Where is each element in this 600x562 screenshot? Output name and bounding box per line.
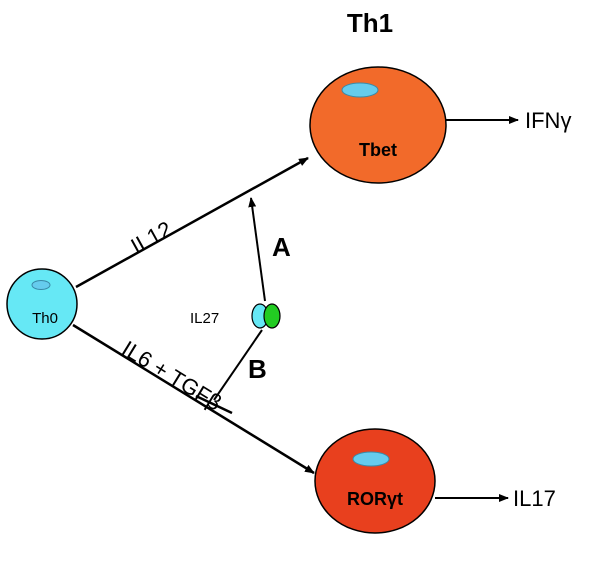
th17-cell-body: [314, 428, 436, 534]
th1-title: Th1: [347, 8, 393, 38]
th0-nucleus: [31, 280, 51, 290]
th17-cell: RORγt: [314, 428, 436, 534]
il27-label: IL27: [190, 310, 219, 327]
th0-label: Th0: [32, 310, 58, 327]
ifng-label: IFNγ: [525, 108, 571, 133]
il12-arrow: [75, 156, 309, 289]
th1-cell: Tbet: [309, 66, 447, 184]
b-inhibition-bar: [195, 394, 233, 415]
il6-tgfb-arrow: [72, 323, 315, 475]
rorgt-label: RORγt: [347, 489, 403, 509]
b-inhibition-line: [213, 329, 263, 401]
th17-nucleus: [352, 451, 390, 467]
th0-cell: Th0: [6, 268, 78, 340]
il27-subunit-right: [263, 303, 281, 329]
il12-label: IL12: [127, 216, 177, 259]
a-arrow: [248, 197, 266, 302]
a-label: A: [272, 232, 291, 262]
il27-receptor: [251, 303, 281, 329]
tbet-label: Tbet: [359, 140, 397, 160]
th0-cell-body: [6, 268, 78, 340]
b-label: B: [248, 354, 267, 384]
il17-label: IL17: [513, 486, 556, 511]
th1-nucleus: [341, 82, 379, 98]
th1-cell-body: [309, 66, 447, 184]
